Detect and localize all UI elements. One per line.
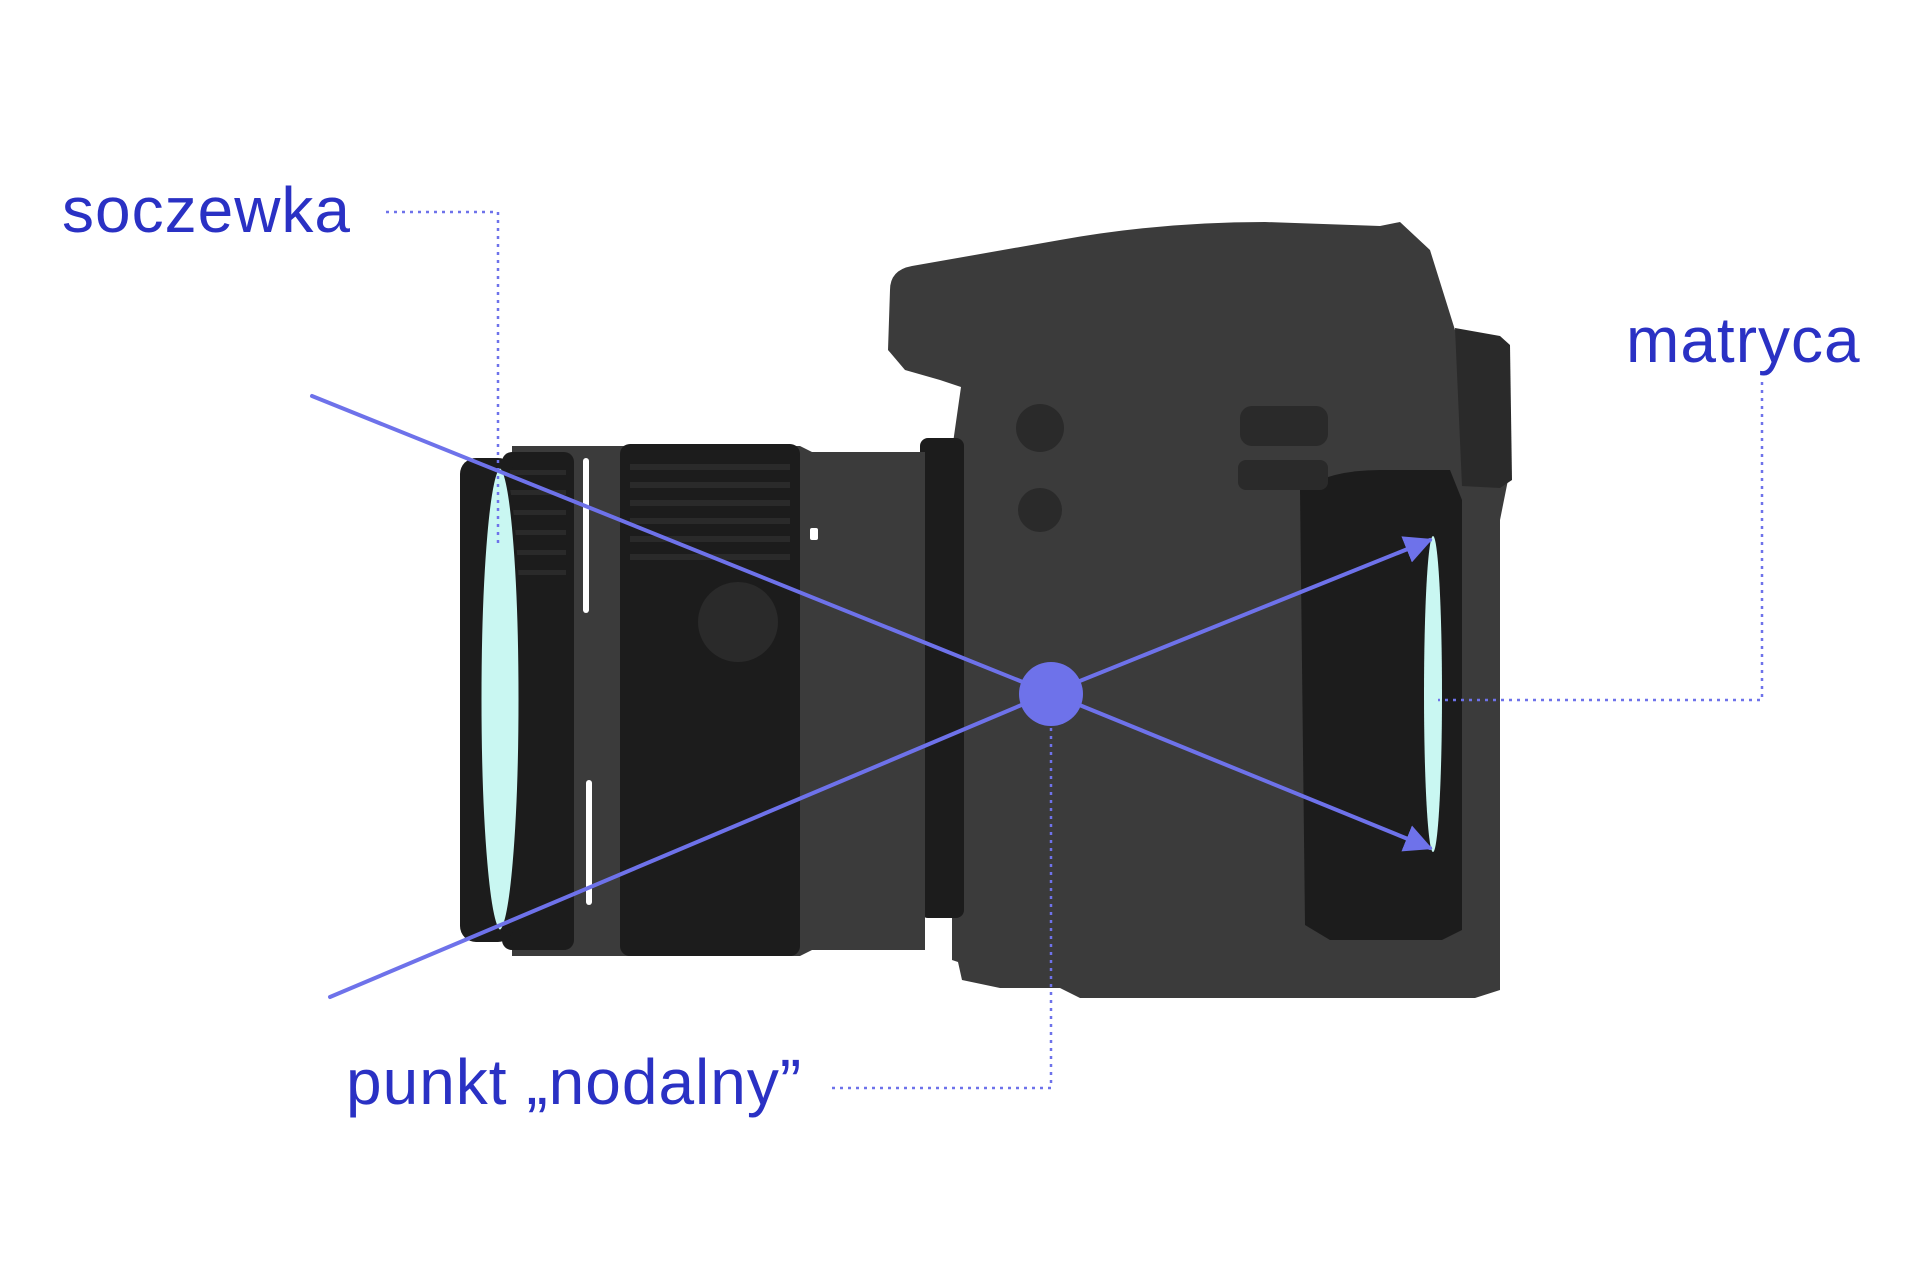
nodal-leader-line bbox=[828, 728, 1053, 1090]
lens-label: soczewka bbox=[62, 174, 351, 246]
light-rays bbox=[310, 394, 1433, 999]
camera-button bbox=[1240, 406, 1328, 446]
sensor-glass bbox=[1424, 536, 1442, 852]
projected-ray-lower bbox=[1048, 691, 1433, 852]
nodal-point-dot bbox=[1019, 662, 1083, 726]
leader-lines bbox=[386, 210, 1764, 1090]
incoming-ray-bottom bbox=[328, 691, 1052, 999]
lens-mount bbox=[920, 438, 964, 918]
projected-ray-upper bbox=[1048, 536, 1433, 695]
sensor-label: matryca bbox=[1626, 304, 1861, 376]
lens-marking-line bbox=[586, 780, 592, 905]
nodal-point-label: punkt „nodalny” bbox=[346, 1046, 803, 1118]
camera-button bbox=[1016, 404, 1064, 452]
lens-switch bbox=[698, 582, 778, 662]
incoming-ray-top bbox=[310, 394, 1052, 695]
sensor-leader-line bbox=[1438, 382, 1764, 702]
camera-icon bbox=[460, 222, 1512, 998]
lens-marking-dot bbox=[810, 528, 818, 540]
lens-glass bbox=[478, 465, 522, 933]
lens-leader-line bbox=[386, 210, 500, 545]
camera-grip bbox=[1300, 470, 1462, 940]
camera-eyepiece bbox=[1455, 328, 1512, 488]
lens-focus-ring bbox=[502, 452, 574, 950]
lens-marking-line bbox=[583, 458, 589, 613]
camera-button bbox=[1238, 460, 1328, 490]
lens-zoom-ring bbox=[620, 444, 800, 956]
camera-button bbox=[1018, 488, 1062, 532]
